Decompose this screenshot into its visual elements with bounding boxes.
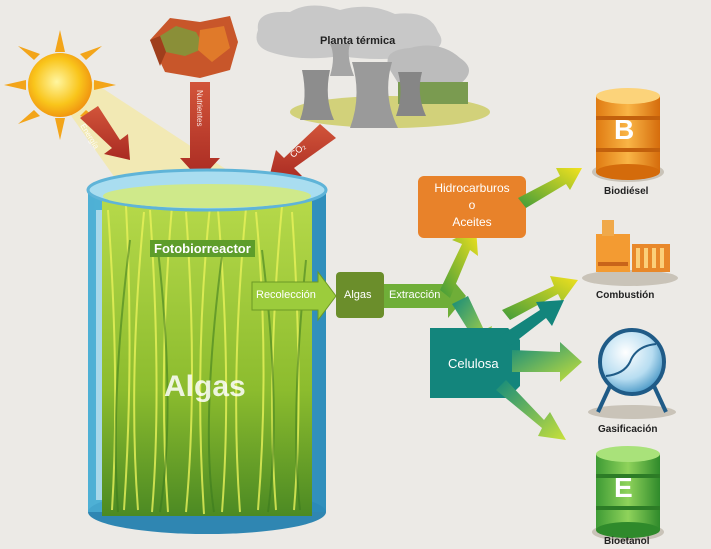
- process-arrows: [251, 228, 492, 352]
- biodiesel-label: Biodiésel: [604, 186, 649, 197]
- cellulose-shape: [430, 300, 582, 440]
- gasification-label: Gasificación: [598, 424, 658, 435]
- hydrocarbons-line3: Aceites: [452, 215, 492, 229]
- hydrocarbons-line2: o: [468, 198, 476, 212]
- hydrocarbons-box: [418, 176, 526, 238]
- thermal-plant-label: Planta térmica: [320, 35, 396, 47]
- cellulose-label: Celulosa: [448, 356, 499, 371]
- biodiesel-barrel-icon: [592, 88, 664, 182]
- thermal-plant-icon: [256, 5, 490, 128]
- algae-step-label: Algas: [344, 289, 372, 301]
- gasification-globe-icon: [588, 328, 676, 419]
- algae-step-box: [336, 272, 384, 318]
- energy-arrow: [80, 106, 130, 160]
- biodiesel-letter: B: [614, 114, 635, 145]
- nutrients-icon: [150, 16, 238, 78]
- bioethanol-label: Bioetanol: [604, 536, 650, 547]
- hydrocarbons-line1: Hidrocarburos: [434, 181, 510, 195]
- extraction-label: Extracción: [389, 289, 441, 301]
- combustion-factory-icon: [582, 220, 678, 286]
- harvest-label: Recolección: [256, 289, 316, 301]
- algae-tank-label: Algas: [164, 370, 246, 403]
- combustion-label: Combustión: [596, 290, 655, 301]
- bioethanol-barrel-icon: [592, 446, 664, 541]
- hydrocarbon-output-arrows: [502, 168, 582, 320]
- hydrocarbons-label: Hidrocarburos o Aceites: [418, 180, 526, 231]
- photobioreactor-tank: [86, 168, 328, 534]
- nutrients-label: Nutrientes: [195, 90, 204, 127]
- co2-arrow: [268, 124, 336, 182]
- photobioreactor-label: Fotobiorreactor: [150, 240, 255, 257]
- bioethanol-letter: E: [614, 472, 633, 503]
- nutrients-arrow: [180, 82, 220, 180]
